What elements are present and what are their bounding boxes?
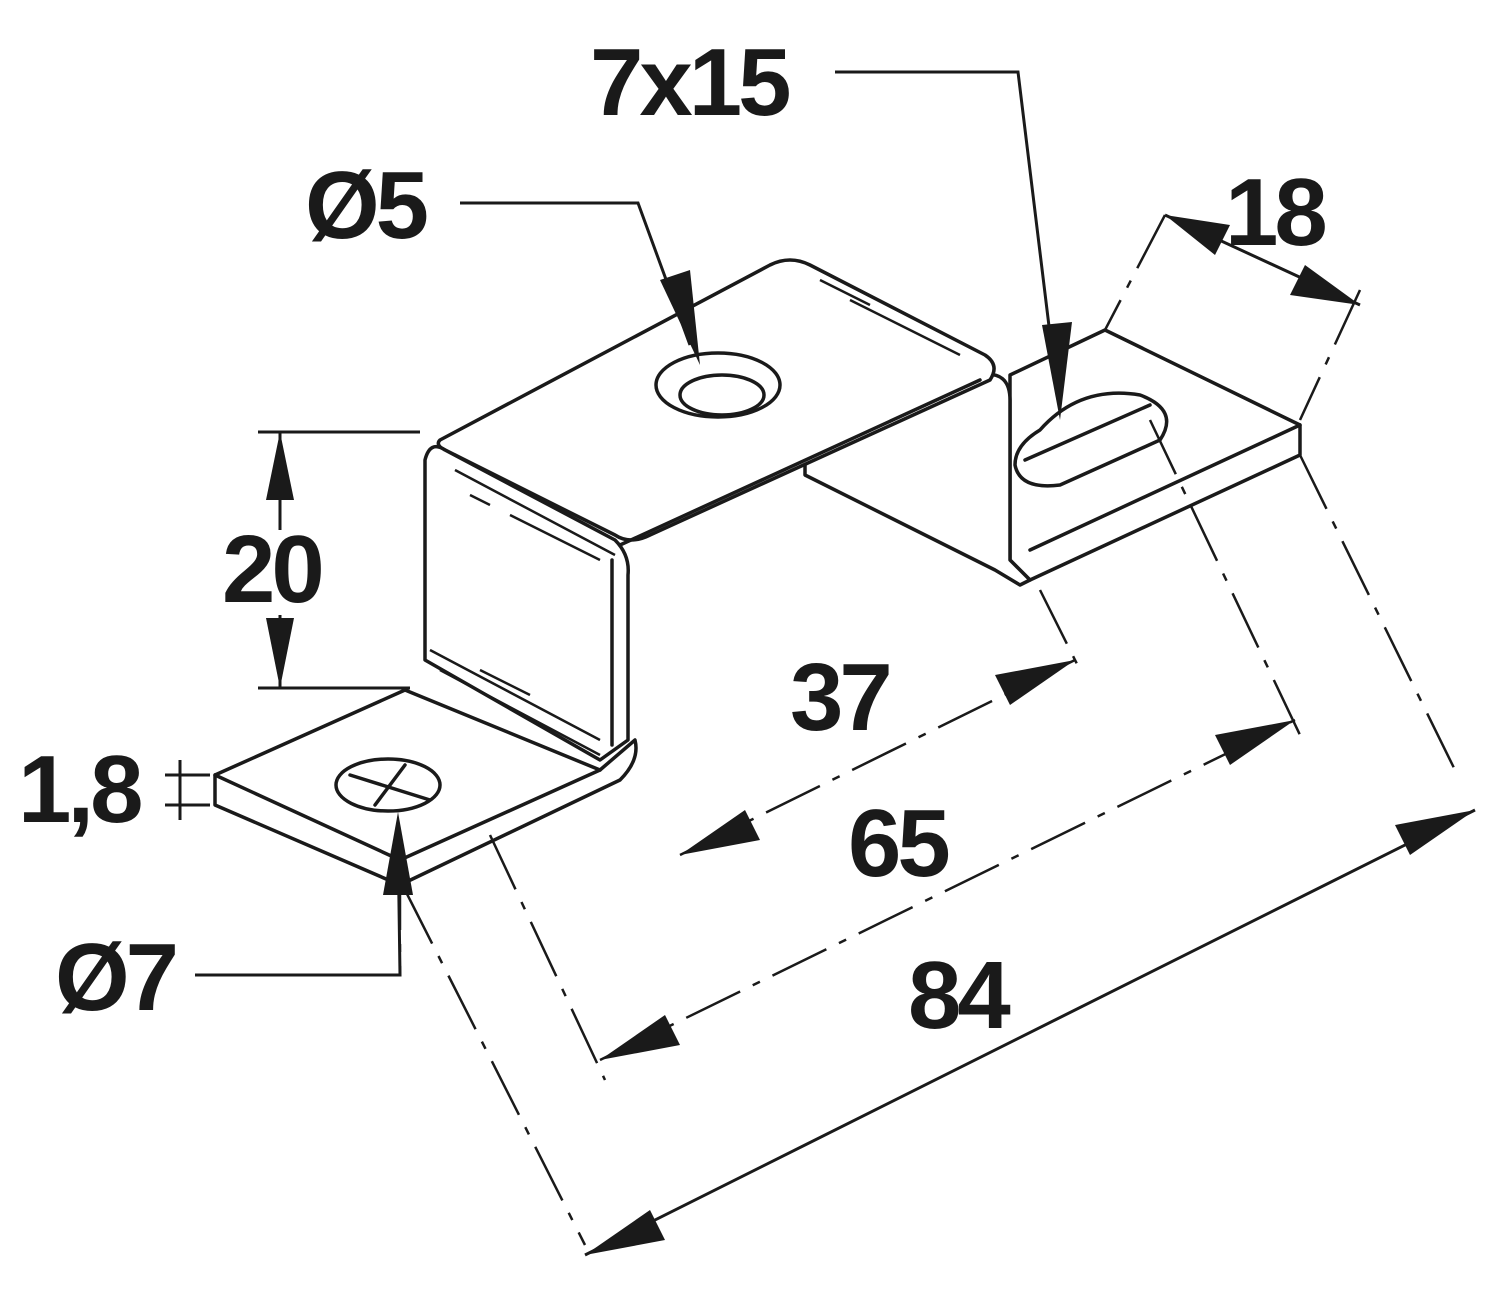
label-thickness: 1,8 (18, 736, 141, 843)
label-inner-span: 37 (790, 644, 889, 751)
left-wall (423, 444, 630, 762)
slot-inner-edge (1023, 403, 1152, 462)
label-flange-width: 18 (1225, 159, 1325, 266)
bracket-part (213, 258, 1302, 887)
left-wall-hatching (429, 468, 616, 757)
top-hole (654, 351, 782, 419)
label-countersunk-hole-diameter: Ø7 (55, 924, 176, 1031)
slot-7x15 (1013, 391, 1169, 488)
label-height: 20 (222, 516, 321, 623)
label-top-hole-diameter: Ø5 (305, 152, 427, 259)
countersunk-cross (348, 763, 432, 807)
top-hole-inner (678, 373, 766, 417)
dimension-lines (165, 70, 1476, 1257)
top-plate-hatching (819, 278, 961, 357)
right-flange-edge (1028, 423, 1302, 552)
label-hole-spacing: 65 (848, 790, 948, 897)
label-overall-length: 84 (908, 942, 1010, 1049)
label-slot-size: 7x15 (590, 29, 789, 136)
